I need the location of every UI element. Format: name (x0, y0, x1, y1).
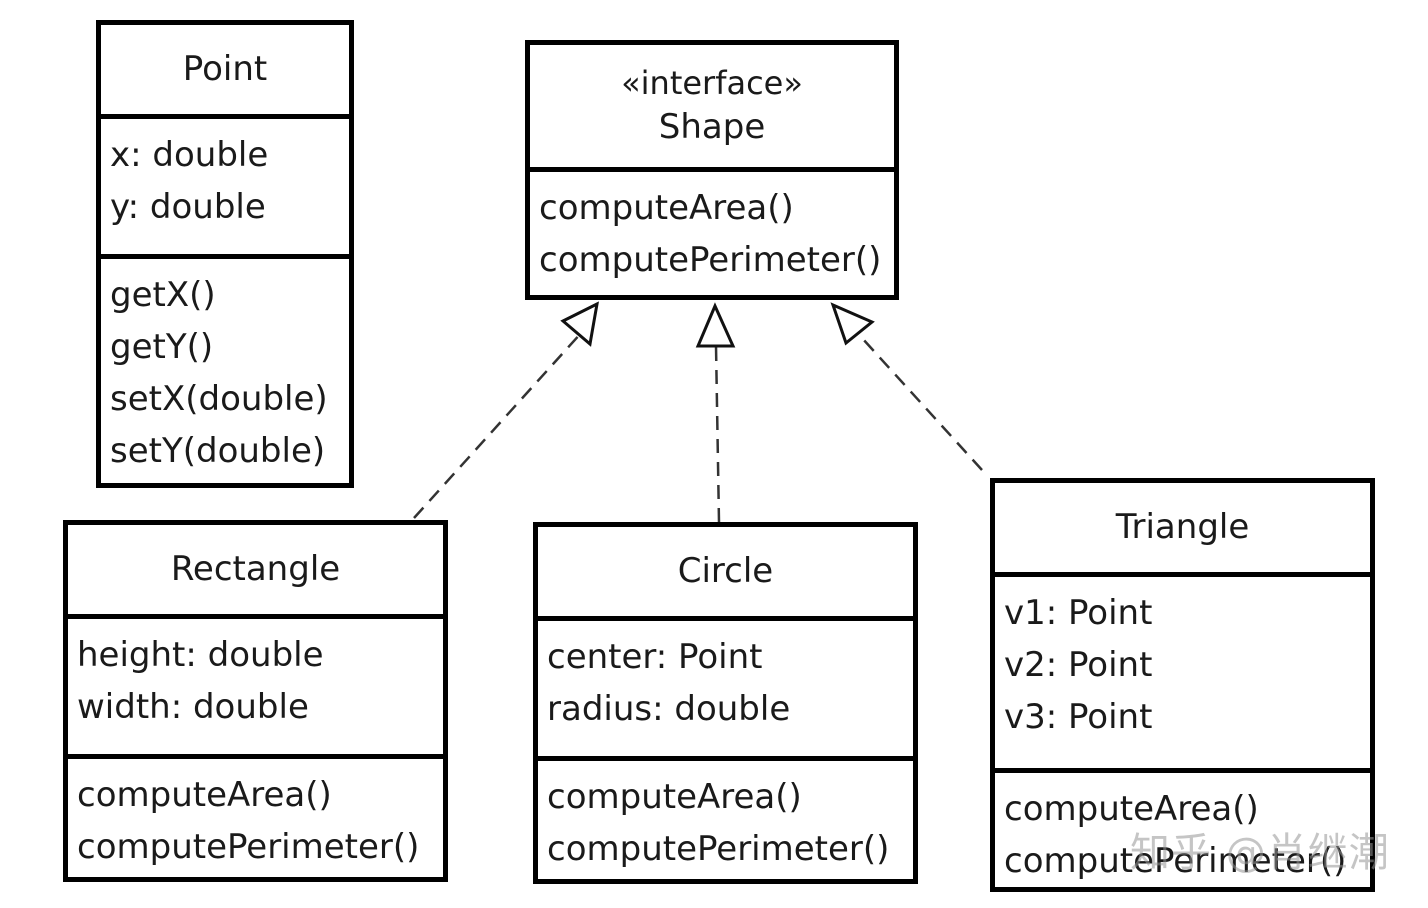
triangle-realization-line (861, 337, 983, 471)
shape-interface-name: Shape (658, 106, 766, 147)
point-class-header: Point (101, 25, 349, 119)
shape-operation: computePerimeter() (539, 240, 882, 280)
rectangle-attribute: width: double (77, 687, 309, 727)
rectangle-realization-arrowhead (560, 301, 599, 347)
triangle-class-name: Triangle (1115, 507, 1250, 548)
triangle-realization-arrowhead (830, 302, 875, 346)
triangle-class-header: Triangle (995, 483, 1370, 577)
circle-class-name: Circle (677, 551, 774, 592)
triangle-attribute: v2: Point (1004, 645, 1153, 685)
shape-operation: computeArea() (539, 188, 794, 228)
triangle-attributes: v1: Point v2: Point v3: Point (995, 577, 1370, 773)
point-operation: setX(double) (110, 379, 328, 419)
circle-operation: computePerimeter() (547, 829, 890, 869)
circle-realization-arrowhead (695, 302, 736, 348)
rectangle-operation: computePerimeter() (77, 827, 420, 867)
point-class: Point x: double y: double getX() getY() … (96, 20, 354, 488)
triangle-operations: computeArea() computePerimeter() (995, 773, 1370, 887)
circle-operations: computeArea() computePerimeter() (538, 761, 913, 879)
point-attribute: x: double (110, 135, 269, 175)
circle-realization-line (714, 345, 721, 523)
circle-operation: computeArea() (547, 777, 802, 817)
point-operation: getY() (110, 327, 214, 367)
shape-interface-header: «interface» Shape (530, 45, 894, 172)
triangle-attribute: v3: Point (1004, 697, 1153, 737)
rectangle-realization-line (413, 331, 583, 519)
rectangle-class: Rectangle height: double width: double c… (63, 520, 448, 882)
triangle-attribute: v1: Point (1004, 593, 1153, 633)
rectangle-operation: computeArea() (77, 775, 332, 815)
circle-class-header: Circle (538, 527, 913, 621)
rectangle-class-header: Rectangle (68, 525, 443, 619)
triangle-operation: computePerimeter() (1004, 841, 1347, 881)
circle-class: Circle center: Point radius: double comp… (533, 522, 918, 884)
shape-interface: «interface» Shape computeArea() computeP… (525, 40, 899, 300)
rectangle-attribute: height: double (77, 635, 324, 675)
shape-operations: computeArea() computePerimeter() (530, 172, 894, 295)
rectangle-class-name: Rectangle (170, 549, 341, 590)
point-attribute: y: double (110, 187, 266, 227)
point-attributes: x: double y: double (101, 119, 349, 259)
point-operation: setY(double) (110, 431, 326, 471)
shape-stereotype: «interface» (621, 64, 803, 103)
triangle-class: Triangle v1: Point v2: Point v3: Point c… (990, 478, 1375, 892)
rectangle-operations: computeArea() computePerimeter() (68, 759, 443, 877)
circle-attribute: center: Point (547, 637, 763, 677)
circle-attribute: radius: double (547, 689, 791, 729)
watermark: 知乎 @肖继潮 (1130, 830, 1390, 876)
point-class-name: Point (182, 49, 268, 90)
circle-attributes: center: Point radius: double (538, 621, 913, 761)
rectangle-attributes: height: double width: double (68, 619, 443, 759)
triangle-operation: computeArea() (1004, 789, 1259, 829)
point-operations: getX() getY() setX(double) setY(double) (101, 259, 349, 483)
point-operation: getX() (110, 275, 216, 315)
